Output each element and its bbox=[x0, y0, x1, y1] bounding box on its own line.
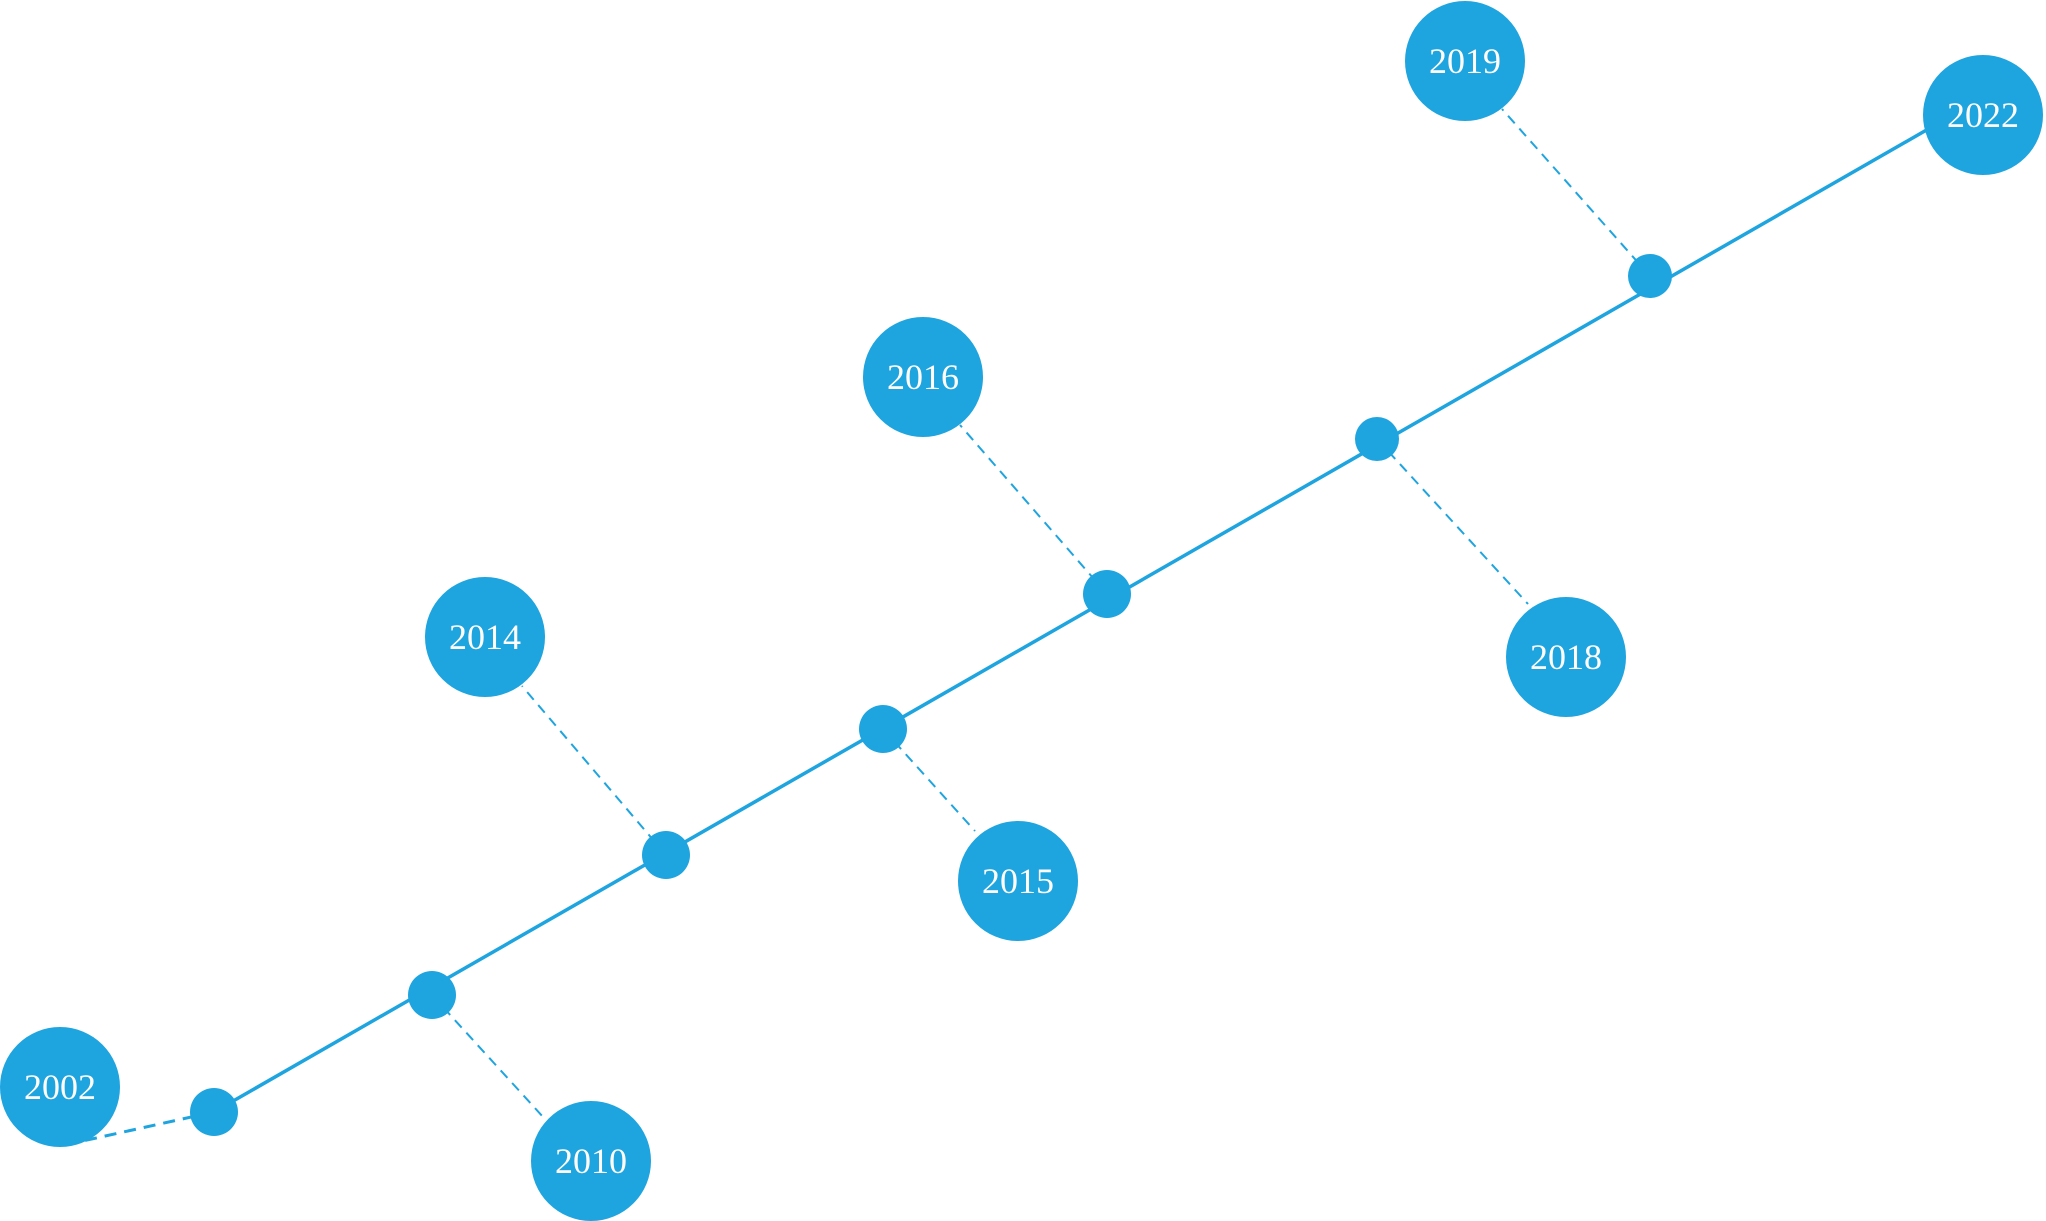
year-bubble bbox=[1923, 55, 2043, 175]
timeline-event: 2019 bbox=[1405, 1, 1672, 298]
year-label: 2014 bbox=[449, 617, 521, 657]
timeline-node bbox=[1355, 417, 1399, 461]
year-bubble bbox=[863, 317, 983, 437]
timeline-event: 2016 bbox=[863, 317, 1131, 618]
year-bubble bbox=[425, 577, 545, 697]
timeline-event: 2002 bbox=[0, 1027, 238, 1148]
year-label: 2016 bbox=[887, 357, 959, 397]
year-bubble bbox=[958, 821, 1078, 941]
timeline-node bbox=[1083, 570, 1131, 618]
timeline-node bbox=[642, 831, 690, 879]
year-bubble bbox=[531, 1101, 651, 1221]
connector-line bbox=[959, 424, 1108, 595]
year-label: 2002 bbox=[24, 1067, 96, 1107]
year-label: 2010 bbox=[555, 1141, 627, 1181]
connector-line bbox=[1376, 438, 1529, 605]
year-label: 2015 bbox=[982, 861, 1054, 901]
year-label: 2019 bbox=[1429, 41, 1501, 81]
year-label: 2018 bbox=[1530, 637, 1602, 677]
year-label: 2022 bbox=[1947, 95, 2019, 135]
connector-line bbox=[521, 685, 667, 856]
timeline-event: 2018 bbox=[1355, 417, 1626, 717]
timeline-event: 2015 bbox=[859, 705, 1078, 941]
timeline-event: 2014 bbox=[425, 577, 690, 879]
timeline-node bbox=[190, 1088, 238, 1136]
timeline-event: 2022 bbox=[1923, 55, 2043, 175]
year-bubble bbox=[1506, 597, 1626, 717]
timeline-event: 2010 bbox=[408, 971, 651, 1221]
timeline-node bbox=[1628, 254, 1672, 298]
timeline-node bbox=[859, 705, 907, 753]
year-bubble bbox=[0, 1027, 120, 1147]
year-bubble bbox=[1405, 1, 1525, 121]
connector-line bbox=[431, 994, 545, 1119]
timeline-node bbox=[408, 971, 456, 1019]
connector-line bbox=[1501, 108, 1651, 277]
